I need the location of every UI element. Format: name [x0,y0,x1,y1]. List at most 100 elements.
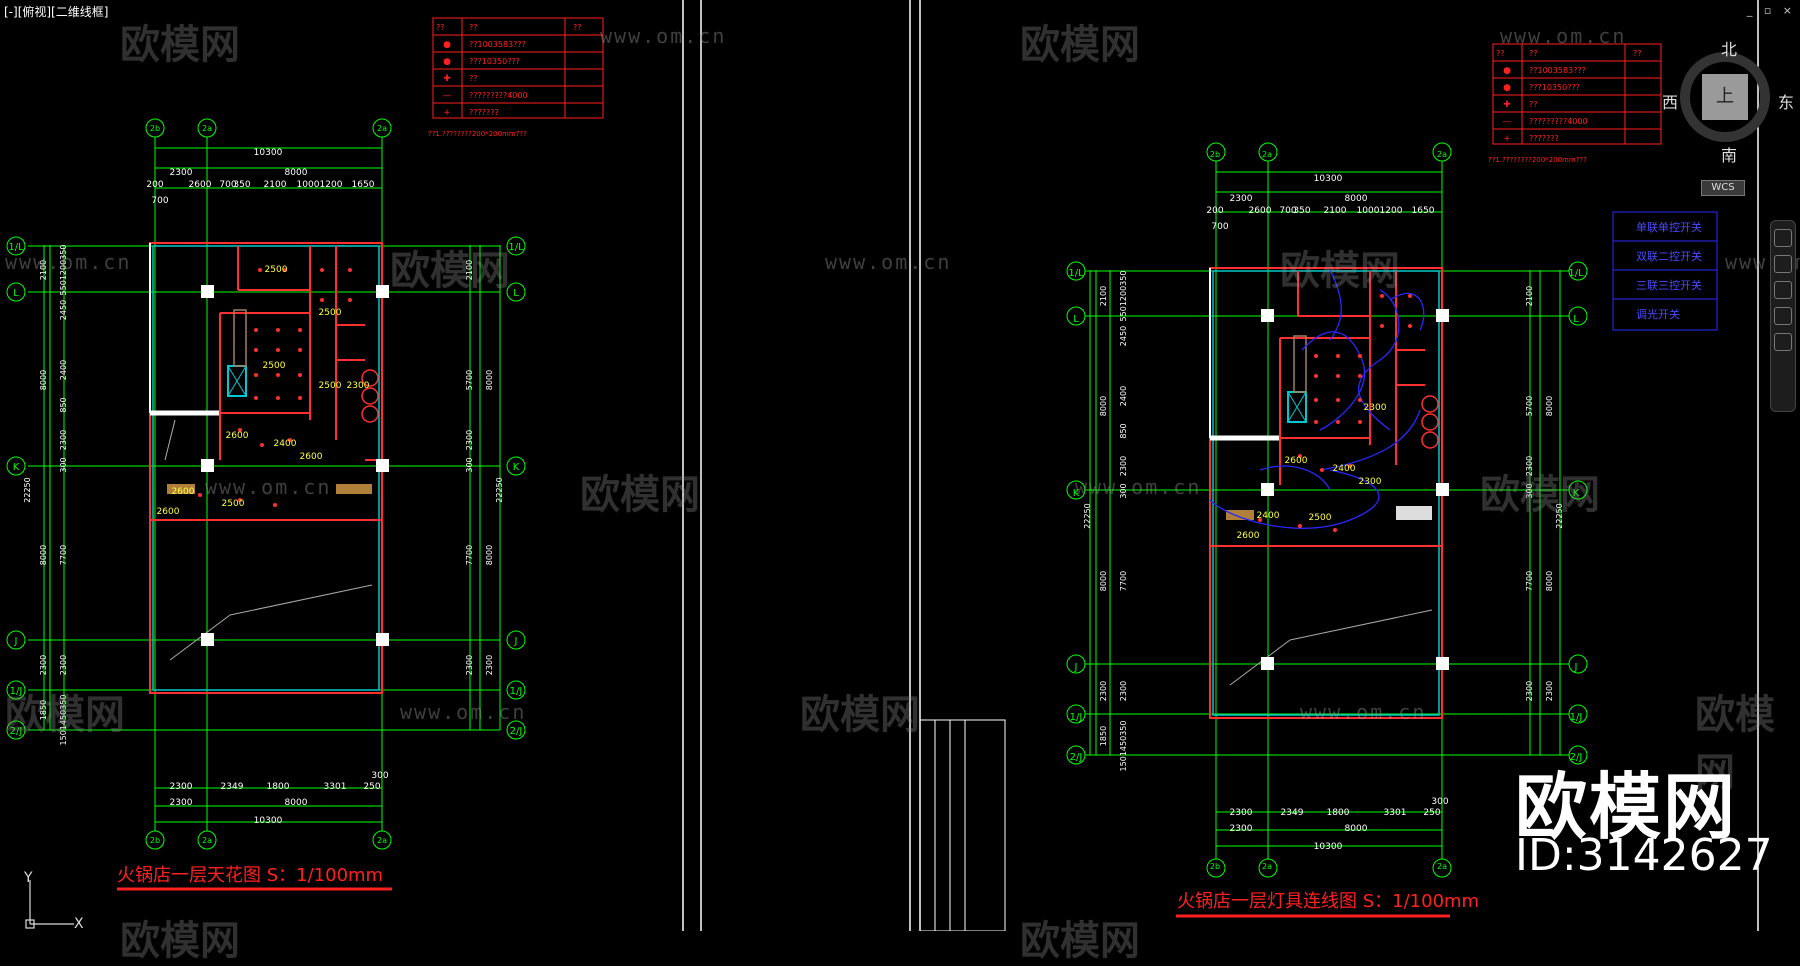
legend-triple-switch: 三联三控开关 [1636,279,1702,292]
switch-legend-box [1612,211,1718,331]
right-legend-table [1492,43,1662,145]
showmotion-icon[interactable] [1774,333,1792,351]
left-axis-label: 1/L [8,242,24,253]
right-ceiling-height: 2500 [1309,513,1332,523]
right-dim-left: 2450 [1119,326,1128,346]
left-columns [201,285,389,646]
lighting-circuits [1209,269,1425,529]
left-axis-label: 2/J [510,726,523,737]
viewcube-north[interactable]: 北 [1721,40,1738,59]
watermark-brand: 欧模网 [1480,472,1600,518]
viewcube-south[interactable]: 南 [1721,146,1738,165]
right-dim-right: 2100 [1525,286,1534,306]
right-dim-left: 8000 [1099,571,1108,591]
left-axis-label: K [513,462,520,473]
right-table-symbol: ● [1503,66,1511,76]
right-axis-label: 2a [1262,150,1272,159]
watermark-brand: 欧模网 [120,918,240,964]
right-axis-label: 2/J [1570,752,1583,763]
model-id: ID:3142627 [1515,830,1773,881]
right-dim-bottom: 10300 [1314,842,1343,852]
watermark-url: www.om.cn [1500,24,1627,48]
left-dim-detail: 1200 [320,180,343,190]
left-ceiling-height: 2500 [265,265,288,275]
right-dim-left: 22250 [1083,503,1092,528]
left-axis-label: 2/J [10,726,23,737]
left-dim-bottom: 2300 [170,782,193,792]
viewcube-east[interactable]: 东 [1778,93,1795,112]
left-ceiling-height: 2600 [226,431,249,441]
left-dim-right: 7700 [465,545,474,565]
right-table-symbol: ● [1503,83,1511,93]
right-axis-label: 2a [1437,150,1447,159]
pan-icon[interactable] [1774,255,1792,273]
ucs-icon [25,880,74,929]
right-stair-hatch [1226,335,1439,520]
watermark-brand: 欧模网 [580,472,700,518]
right-dim-right: 2300 [1525,456,1534,476]
left-axis-label: 1/J [10,686,23,697]
right-axis-label: 1/L [1068,268,1084,279]
watermark-url: www.om.cn [5,250,132,274]
navigation-bar[interactable] [1770,220,1796,412]
legend-single-switch: 单联单控开关 [1636,221,1702,234]
left-drawing-title: 火锅店一层天花图 S：1/100mm [117,865,383,886]
drawing-canvas[interactable]: 火锅店一层天花图 S：1/100mm????????1003583??????1… [0,0,1800,931]
right-axis-label: J [1574,662,1578,673]
wcs-menu-button[interactable]: WCS [1701,180,1745,196]
watermark-brand: 欧模网 [1280,248,1400,294]
left-dim-detail: 1000 [297,180,320,190]
left-table-symbol: ● [443,57,451,67]
viewcube-compass-ring[interactable] [1680,52,1770,142]
left-table-header: ?? [573,23,582,32]
left-axis-label: L [513,288,519,299]
watermark-url: www.om.cn [1300,700,1427,724]
left-ceiling-height: 2600 [157,507,180,517]
left-axis-label: J [14,636,18,647]
right-dim-left: 1501450350 [1119,721,1128,772]
right-table-symbol: ✚ [1503,100,1511,110]
left-axis-label: 2b [150,124,160,133]
left-dim-detail: 2100 [264,180,287,190]
left-table-row: ??1003583??? [469,40,526,49]
left-dim-detail: 1650 [352,180,375,190]
right-table-row: ??1003583??? [1529,66,1586,75]
right-table-header: ?? [1496,49,1505,58]
right-ceiling-height: 2300 [1359,477,1382,487]
right-axis-label: 1/J [1070,712,1083,723]
right-dim-detail: 700 [1211,222,1228,232]
viewcube-top-face[interactable]: 上 [1702,74,1748,120]
left-table-symbol: + [443,108,451,118]
right-table-note: ??1.????????200*200mm??? [1488,156,1587,164]
left-table-symbol: ✚ [443,74,451,84]
watermark-brand: 欧模网 [390,248,510,294]
left-table-symbol: — [443,91,452,101]
watermark-url: www.om.cn [400,700,527,724]
left-ceiling-height: 2600 [300,452,323,462]
left-table-header: ?? [469,23,478,32]
viewcube[interactable]: 北 南 东 西 上 [1662,34,1795,165]
window-controls[interactable]: _ ▫ × [1746,4,1796,17]
title-underlines [117,887,1450,918]
right-ceiling-height: 2400 [1333,464,1356,474]
right-floor-plan[interactable] [1066,43,1718,878]
right-ceiling-height: 2600 [1237,531,1260,541]
orbit-icon[interactable] [1774,307,1792,325]
right-axis-label: K [1073,488,1080,499]
watermark-brand: 欧模网 [1695,692,1775,796]
steering-wheel-icon[interactable] [1774,229,1792,247]
viewcube-west[interactable]: 西 [1662,93,1679,112]
left-dim-left: 8000 [39,370,48,390]
zoom-icon[interactable] [1774,281,1792,299]
right-ceiling-height: 2300 [1364,403,1387,413]
right-axis-label: 2b [1210,862,1220,871]
viewport-controls-label[interactable]: [-][俯视][二维线框] [4,5,109,19]
watermark-brand: 欧模网 [1020,918,1140,964]
left-dim-left: 1501450350 [59,695,68,746]
left-dim: 2300 [170,168,193,178]
right-dim: 2300 [1230,194,1253,204]
left-floor-plan[interactable] [6,17,604,850]
left-dim-bottom: 2300 [170,798,193,808]
left-dim-left: 2300 [59,655,68,675]
right-table-row: ?????????4000 [1529,117,1588,126]
